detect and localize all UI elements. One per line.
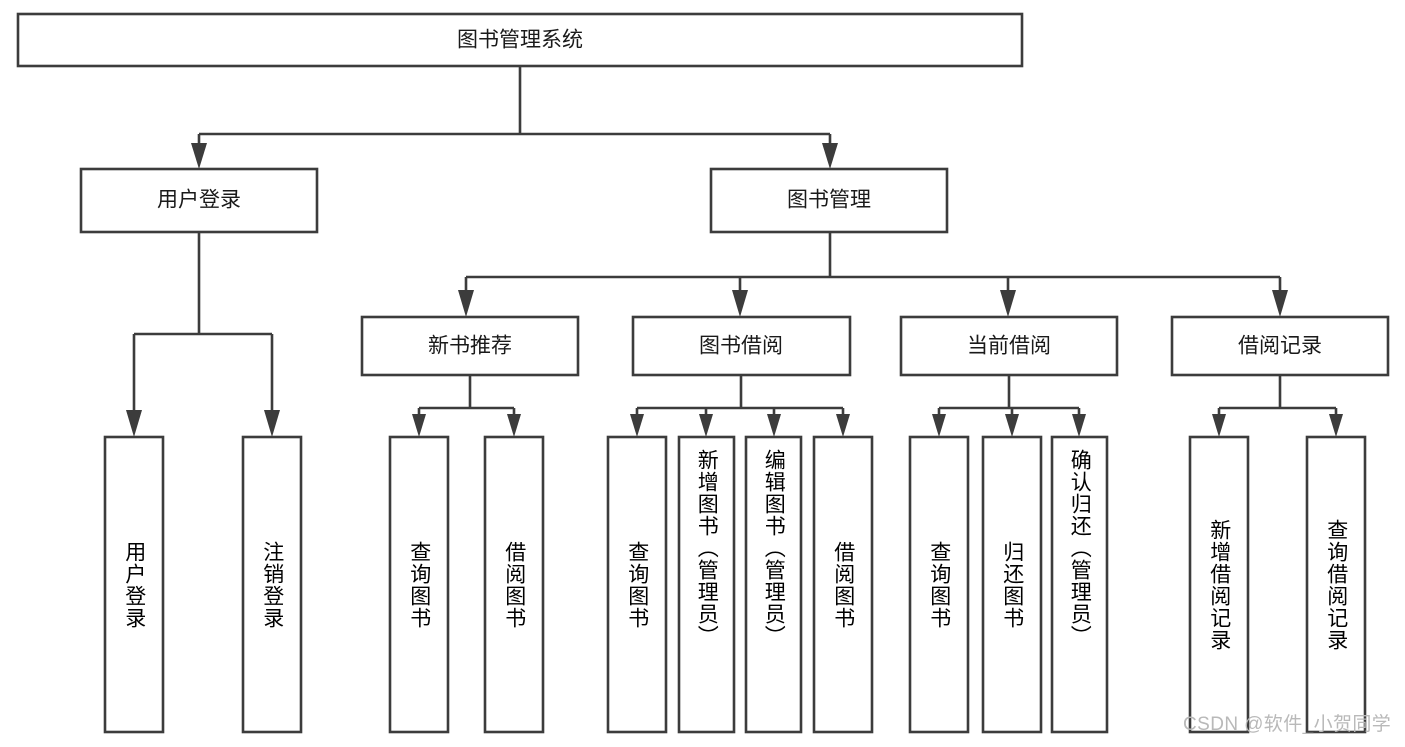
node-label-root: 图书管理系统 [457, 29, 583, 52]
node-leaf-add-borrow-record[interactable] [1188, 435, 1250, 734]
arrow-head-bb-leaf-3 [767, 414, 781, 437]
connector-layer [126, 66, 1343, 437]
arrow-head-br-leaf-1 [1212, 414, 1226, 437]
node-book-borrow[interactable] [631, 315, 852, 377]
node-leaf-user-login[interactable] [103, 435, 165, 734]
arrow-head-current-borrow [1000, 290, 1016, 317]
arrow-head-new-book-rec [458, 290, 474, 317]
arrow-head-cb-leaf-3 [1072, 414, 1086, 437]
arrow-head-cb-leaf-1 [932, 414, 946, 437]
node-current-borrow[interactable] [899, 315, 1119, 377]
arrow-head-bb-leaf-4 [836, 414, 850, 437]
node-leaf-query-book-bb[interactable] [606, 435, 668, 734]
node-label-book-borrow: 图书借阅 [699, 335, 783, 358]
node-new-book-recommend[interactable] [360, 315, 580, 377]
node-label-user-login: 用户登录 [157, 189, 241, 212]
arrow-head-leaf-user-login [126, 410, 142, 437]
node-leaf-confirm-return-admin[interactable] [1050, 435, 1109, 734]
node-label-borrow-record: 借阅记录 [1238, 335, 1322, 358]
arrow-head-borrow-record [1272, 290, 1288, 317]
node-label-current-borrow: 当前借阅 [967, 335, 1051, 358]
arrow-head-book-borrow [732, 290, 748, 317]
node-leaf-query-book-nb[interactable] [388, 435, 450, 734]
arrow-head-nb-leaf-1 [412, 414, 426, 437]
arrow-head-bb-leaf-2 [699, 414, 713, 437]
node-leaf-query-book-cb[interactable] [908, 435, 970, 734]
node-label-new-book-recommend: 新书推荐 [428, 335, 512, 358]
arrow-head-leaf-logout [264, 410, 280, 437]
node-label-book-management: 图书管理 [787, 189, 871, 212]
node-user-login[interactable] [79, 167, 319, 234]
node-leaf-edit-book-admin[interactable] [744, 435, 803, 734]
node-leaf-query-borrow-record[interactable] [1305, 435, 1367, 734]
node-leaf-borrow-book-bb[interactable] [812, 435, 874, 734]
arrow-head-book-mgmt [822, 143, 838, 169]
arrow-head-br-leaf-2 [1329, 414, 1343, 437]
arrow-head-cb-leaf-2 [1005, 414, 1019, 437]
arrow-head-bb-leaf-1 [630, 414, 644, 437]
node-root-book-management-system[interactable] [16, 12, 1024, 68]
node-layer: 图书管理系统 用户登录 图书管理 新书推荐 图书借阅 当前借阅 借阅记录 [16, 12, 1390, 734]
arrow-head-user-login [191, 143, 207, 169]
arrow-head-nb-leaf-2 [507, 414, 521, 437]
node-leaf-add-book-admin[interactable] [677, 435, 736, 734]
node-borrow-record[interactable] [1170, 315, 1390, 377]
node-book-management[interactable] [709, 167, 949, 234]
node-leaf-borrow-book-nb[interactable] [483, 435, 545, 734]
node-leaf-logout[interactable] [241, 435, 303, 734]
csdn-watermark: CSDN @软件_小贺同学 [1183, 714, 1392, 735]
node-leaf-return-book[interactable] [981, 435, 1043, 734]
